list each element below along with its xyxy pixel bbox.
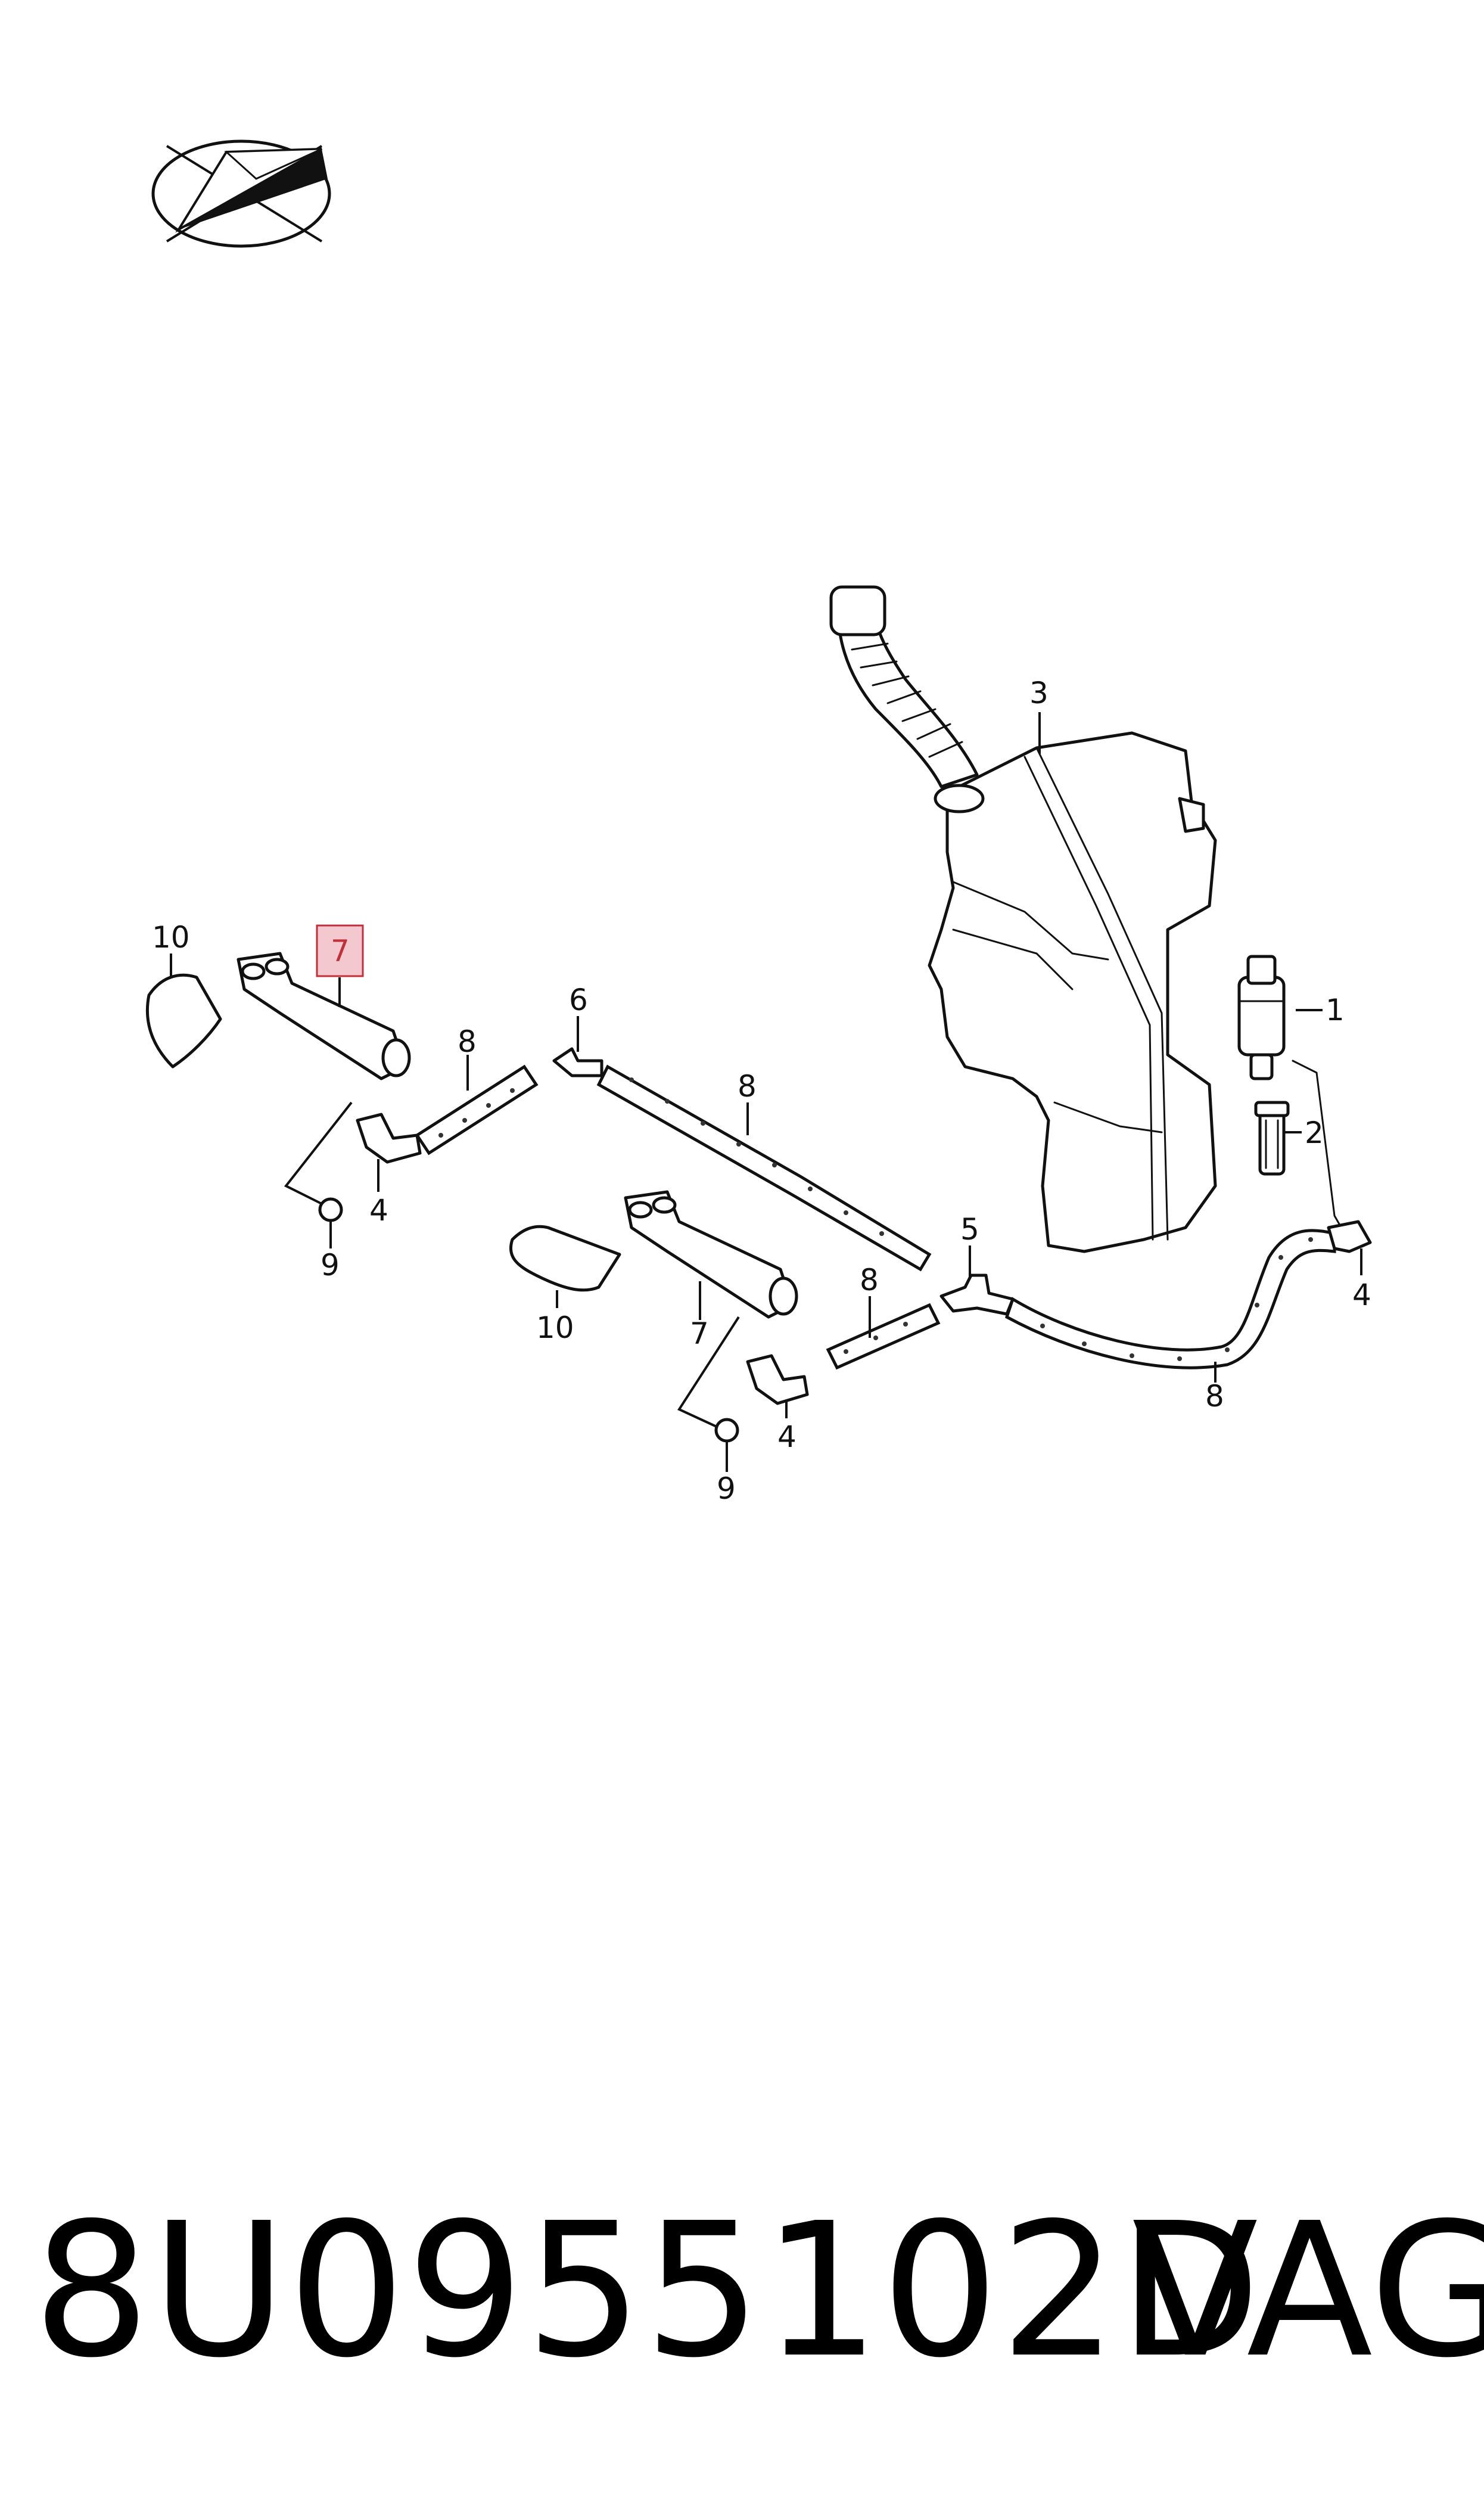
- nozzle-covers: [145, 973, 621, 1292]
- washer-fluid-reservoir: [829, 585, 1217, 1253]
- pump-filter: [1254, 1101, 1290, 1176]
- callout-10-left: 10: [152, 920, 190, 955]
- callout-1: 1: [1326, 993, 1345, 1027]
- leader-lines: [170, 712, 1362, 1472]
- callout-8-top: 8: [738, 1069, 757, 1104]
- callout-10-center: 10: [536, 1310, 574, 1345]
- callout-6: 6: [569, 983, 588, 1017]
- callout-7-highlighted[interactable]: 7: [331, 934, 350, 968]
- washer-pump: [1237, 955, 1286, 1080]
- callout-4-left: 4: [369, 1193, 388, 1228]
- hose-segments: [415, 1060, 1348, 1370]
- callout-9-left: 9: [321, 1248, 340, 1282]
- callout-8-center: 8: [860, 1263, 879, 1297]
- callout-5: 5: [960, 1212, 979, 1247]
- callout-9-center: 9: [717, 1471, 736, 1506]
- washer-nozzles: [237, 952, 798, 1319]
- connectors: [552, 1047, 1015, 1316]
- brand-logo: [151, 139, 331, 248]
- callout-3: 3: [1029, 676, 1049, 710]
- callout-8-left: 8: [458, 1024, 477, 1059]
- callout-7-center: 7: [690, 1316, 709, 1351]
- brand-name: VAG: [1132, 2183, 1484, 2399]
- callout-4-center: 4: [777, 1420, 797, 1454]
- part-number: 8U0955102D: [33, 2183, 1262, 2399]
- callout-8-right: 8: [1205, 1379, 1224, 1414]
- elbow-connectors: [356, 1113, 1372, 1405]
- callout-4-right: 4: [1352, 1278, 1371, 1312]
- bolts: [318, 1197, 739, 1443]
- highlight-box: [316, 924, 364, 977]
- callout-2: 2: [1305, 1116, 1324, 1150]
